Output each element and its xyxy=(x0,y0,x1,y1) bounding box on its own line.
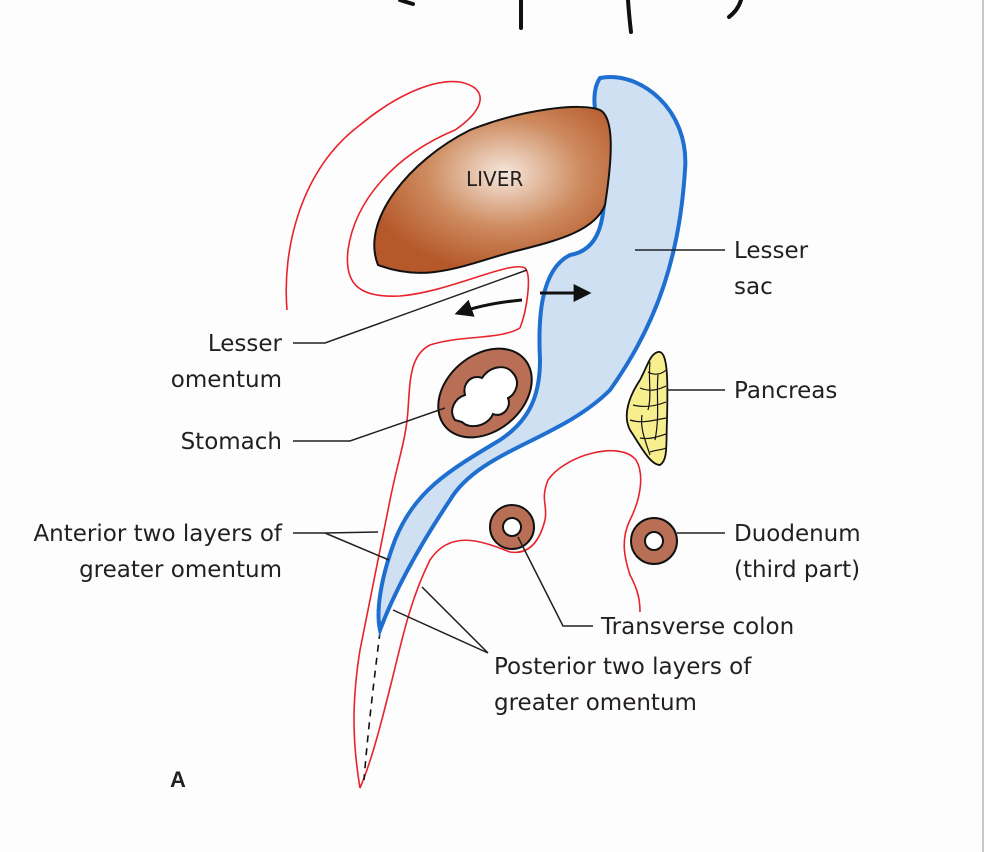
leader-stomach xyxy=(293,407,446,442)
leader-lesser-omentum xyxy=(293,269,528,344)
label-stomach: Stomach xyxy=(181,429,282,455)
label-lesser-sac-2: sac xyxy=(734,274,773,300)
label-lesser-sac-1: Lesser xyxy=(734,238,809,264)
scrollbar-edge xyxy=(982,0,984,852)
label-pancreas: Pancreas xyxy=(734,378,837,404)
label-duodenum-2: (third part) xyxy=(734,557,860,583)
transverse-colon xyxy=(489,504,535,550)
label-transverse-colon: Transverse colon xyxy=(600,614,794,640)
arrow-left xyxy=(454,298,523,317)
omentum-fusion-dashed-line xyxy=(363,631,381,781)
pancreas xyxy=(625,351,669,466)
leader-posterior-layers xyxy=(392,586,489,654)
liver xyxy=(373,105,612,274)
peritoneum-anterior xyxy=(353,327,521,789)
label-posterior-layers-2: greater omentum xyxy=(494,690,697,716)
liver-label: LIVER xyxy=(466,167,523,191)
stomach xyxy=(437,347,533,439)
peritoneum-upper-loop xyxy=(285,80,530,329)
handwriting-marks xyxy=(398,0,743,34)
label-lesser-omentum-2: omentum xyxy=(171,367,282,393)
label-anterior-layers-2: greater omentum xyxy=(79,557,282,583)
label-duodenum-1: Duodenum xyxy=(734,521,861,547)
leader-anterior-layers xyxy=(293,531,390,561)
leader-transverse-colon xyxy=(517,536,593,627)
duodenum xyxy=(630,517,678,565)
label-anterior-layers-1: Anterior two layers of xyxy=(33,521,282,547)
label-posterior-layers-1: Posterior two layers of xyxy=(494,654,752,680)
label-lesser-omentum-1: Lesser xyxy=(208,331,283,357)
peritoneum-posterior xyxy=(359,450,642,789)
panel-label: A xyxy=(170,767,186,792)
lesser-sac xyxy=(376,74,688,638)
